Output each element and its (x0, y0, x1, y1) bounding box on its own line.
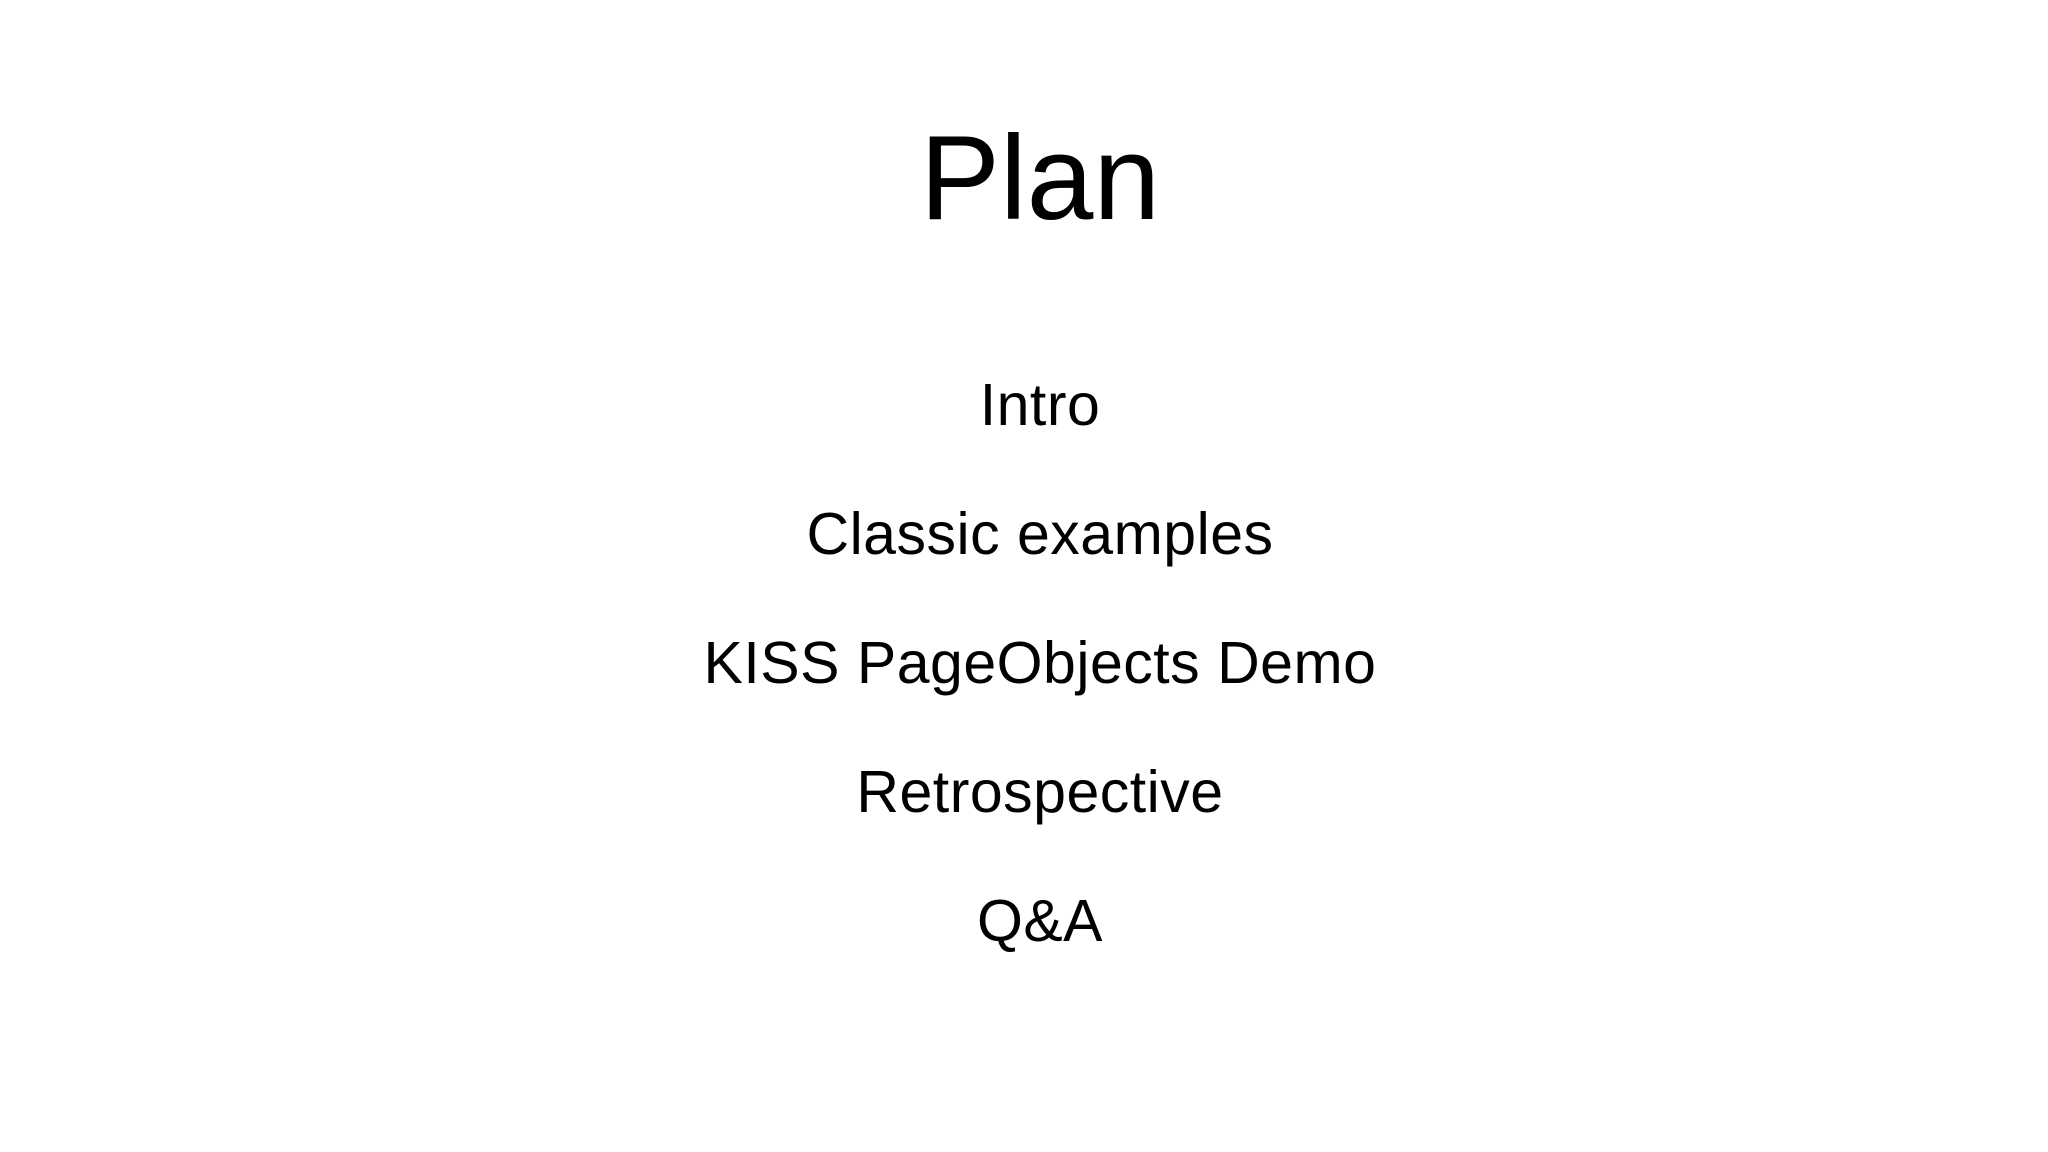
slide-title: Plan (919, 111, 1161, 245)
agenda-item-retrospective: Retrospective (856, 758, 1224, 825)
agenda-item-kiss-pageobjects-demo: KISS PageObjects Demo (703, 629, 1377, 696)
agenda-list: Intro Classic examples KISS PageObjects … (16, 340, 2048, 985)
agenda-item-qa: Q&A (976, 887, 1104, 954)
agenda-item-classic-examples: Classic examples (806, 500, 1274, 567)
agenda-item-intro: Intro (979, 371, 1101, 438)
